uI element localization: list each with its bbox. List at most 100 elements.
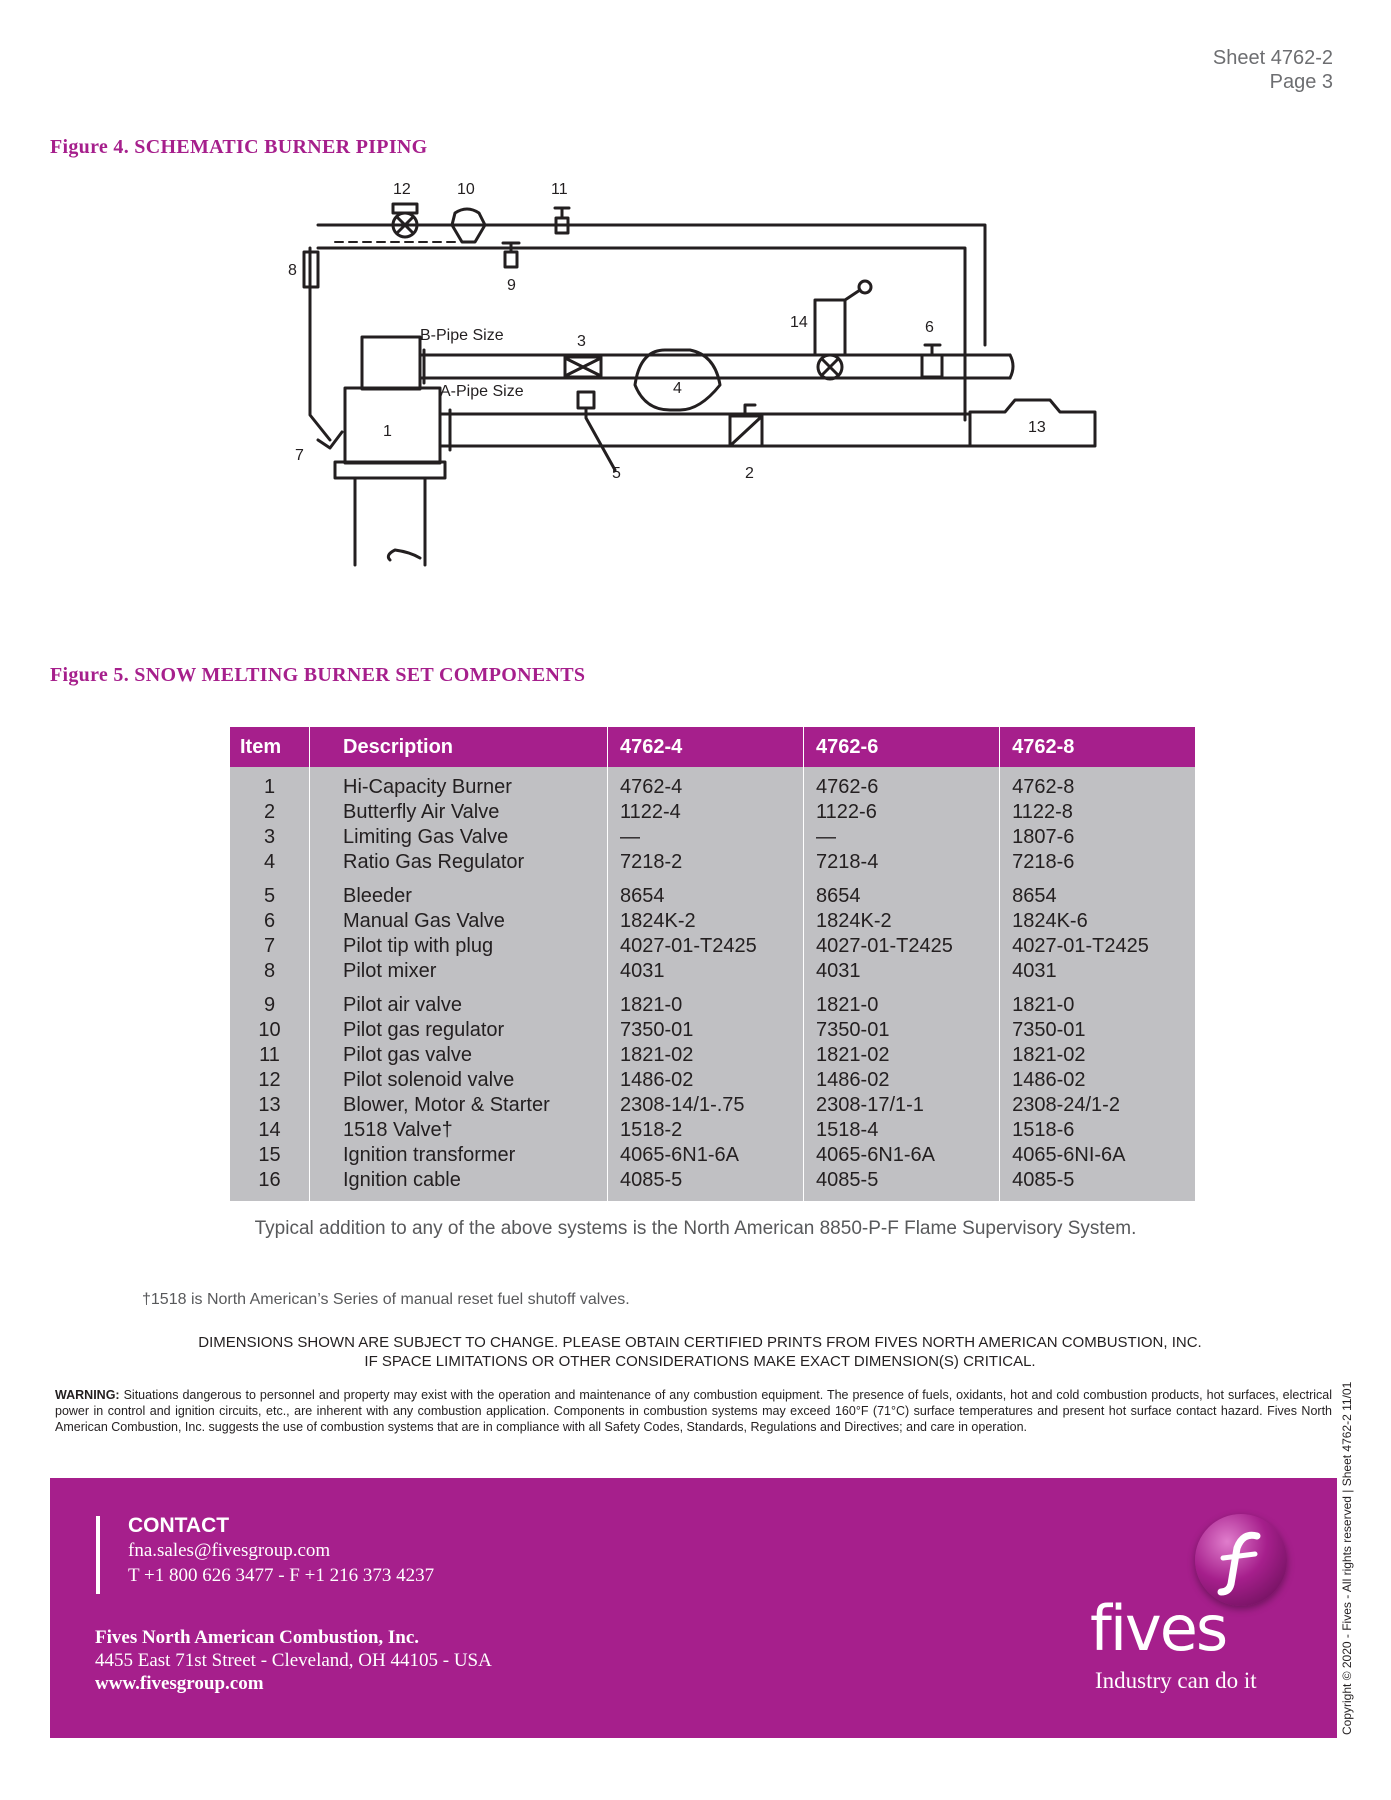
cell-4762-6: 1122-6 [803,800,1001,825]
cell-4762-4: 1821-0 [607,984,805,1018]
cell-4762-8: 1518-6 [999,1118,1195,1143]
cell-4762-4: 1122-4 [607,800,805,825]
company-name: Fives North American Combustion, Inc. [95,1627,420,1648]
warning-notice: WARNING: Situations dangerous to personn… [55,1387,1332,1435]
dagger-footnote: †1518 is North American’s Series of manu… [142,1291,630,1308]
cell-4762-8: 4085-5 [999,1168,1195,1201]
cell-item: 16 [230,1168,310,1201]
header-4762-8: 4762-8 [999,727,1195,767]
cell-description: Pilot solenoid valve [309,1068,608,1093]
label-12: 12 [393,181,411,198]
label-a-pipe: A-Pipe Size [440,383,524,400]
company-block: Fives North American Combustion, Inc. 44… [95,1626,492,1695]
label-2: 2 [745,465,754,482]
cell-item: 8 [230,959,310,984]
cell-4762-4: — [607,825,805,850]
cell-description: Blower, Motor & Starter [309,1093,608,1118]
cell-4762-4: 8654 [607,875,805,909]
cell-4762-6: 4085-5 [803,1168,1001,1201]
cell-item: 7 [230,934,310,959]
cell-4762-4: 4762-4 [607,767,805,800]
table-header-row: Item Description 4762-4 4762-6 4762-8 [230,727,1195,767]
cell-item: 15 [230,1143,310,1168]
figure-4-title: Figure 4. SCHEMATIC BURNER PIPING [50,136,428,158]
company-website[interactable]: www.fivesgroup.com [95,1673,264,1694]
cell-description: Ignition transformer [309,1143,608,1168]
cell-4762-6: 1824K-2 [803,909,1001,934]
cell-4762-4: 2308-14/1-.75 [607,1093,805,1118]
cell-4762-4: 1821-02 [607,1043,805,1068]
cell-item: 2 [230,800,310,825]
cell-4762-8: 4027-01-T2425 [999,934,1195,959]
cell-4762-4: 1518-2 [607,1118,805,1143]
label-5: 5 [612,465,621,482]
company-address: 4455 East 71st Street - Cleveland, OH 44… [95,1650,492,1671]
cell-item: 11 [230,1043,310,1068]
cell-item: 1 [230,767,310,800]
cell-4762-6: 4031 [803,959,1001,984]
header-description: Description [309,727,608,767]
cell-4762-6: 1518-4 [803,1118,1001,1143]
contact-block: CONTACT fna.sales@fivesgroup.com T +1 80… [96,1514,435,1594]
cell-description: Pilot mixer [309,959,608,984]
cell-4762-8: 1821-02 [999,1043,1195,1068]
cell-4762-8: 2308-24/1-2 [999,1093,1195,1118]
cell-description: 1518 Valve† [309,1118,608,1143]
cell-item: 4 [230,850,310,875]
fives-logo-icon [1195,1514,1287,1606]
cell-4762-8: 1486-02 [999,1068,1195,1093]
diagram-labels: 12 10 11 8 9 B-Pipe Size 3 14 6 A-Pipe S… [288,181,1046,482]
cell-item: 6 [230,909,310,934]
label-4: 4 [673,380,682,397]
cell-4762-6: 4027-01-T2425 [803,934,1001,959]
label-9: 9 [507,277,516,294]
cell-description: Pilot tip with plug [309,934,608,959]
cell-description: Hi-Capacity Burner [309,767,608,800]
cell-4762-6: 1821-0 [803,984,1001,1018]
label-6: 6 [925,319,934,336]
label-14: 14 [790,314,808,331]
cell-4762-8: 1122-8 [999,800,1195,825]
cell-4762-6: 1821-02 [803,1043,1001,1068]
cell-description: Bleeder [309,875,608,909]
contact-phone: T +1 800 626 3477 - F +1 216 373 4237 [128,1565,435,1586]
fives-logo-wordmark: fives [1090,1592,1228,1665]
cell-4762-8: 7218-6 [999,850,1195,875]
label-3: 3 [577,333,586,350]
cell-4762-6: 7218-4 [803,850,1001,875]
cell-item: 10 [230,1018,310,1043]
header-4762-4: 4762-4 [607,727,805,767]
label-10: 10 [457,181,475,198]
cell-4762-6: 4762-6 [803,767,1001,800]
cell-description: Manual Gas Valve [309,909,608,934]
cell-description: Ignition cable [309,1168,608,1201]
cell-4762-4: 7218-2 [607,850,805,875]
cell-description: Ratio Gas Regulator [309,850,608,875]
sheet-info: Sheet 4762-2 Page 3 [1213,46,1333,94]
cell-4762-4: 4065-6N1-6A [607,1143,805,1168]
cell-item: 14 [230,1118,310,1143]
cell-4762-8: 4762-8 [999,767,1195,800]
cell-description: Pilot air valve [309,984,608,1018]
dimensions-notice: DIMENSIONS SHOWN ARE SUBJECT TO CHANGE. … [180,1333,1220,1371]
contact-email[interactable]: fna.sales@fivesgroup.com [128,1540,331,1561]
cell-item: 12 [230,1068,310,1093]
schematic-burner-piping-diagram: 12 10 11 8 9 B-Pipe Size 3 14 6 A-Pipe S… [288,181,1097,567]
typical-addition-note: Typical addition to any of the above sys… [254,1218,1137,1239]
label-13: 13 [1028,419,1046,436]
cell-4762-4: 7350-01 [607,1018,805,1043]
